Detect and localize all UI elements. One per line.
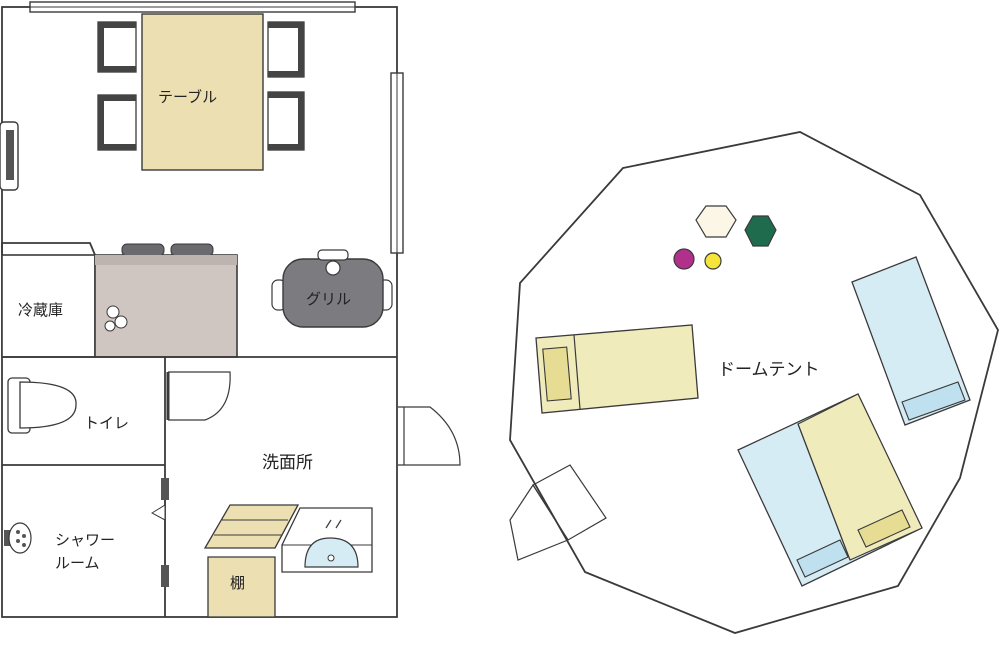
kitchen-counter xyxy=(94,254,238,358)
cushion-magenta xyxy=(673,248,695,270)
bed xyxy=(737,393,923,587)
entrance-door xyxy=(398,406,461,466)
cabin: テーブル 冷蔵庫 xyxy=(0,1,461,618)
shower-label-line2: ルーム xyxy=(55,554,100,572)
cushion-yellow xyxy=(704,252,722,270)
dome-tent: ドームテント xyxy=(509,131,999,634)
stove-burner xyxy=(170,243,214,257)
bed xyxy=(535,324,699,414)
cushion-white xyxy=(695,205,737,238)
stove-burner xyxy=(121,243,165,257)
tent-door xyxy=(509,484,569,561)
sink-faucet-icon xyxy=(104,305,128,332)
tent-label: ドームテント xyxy=(718,360,820,380)
washbasin xyxy=(281,507,373,573)
shower-head-icon xyxy=(4,522,32,554)
shower-label-line1: シャワー xyxy=(55,531,115,549)
washroom-label: 洗面所 xyxy=(262,453,313,473)
chair xyxy=(267,21,305,78)
fridge-label: 冷蔵庫 xyxy=(18,301,63,319)
toilet-door xyxy=(168,371,231,421)
shelf xyxy=(203,504,300,618)
grill-label: グリル xyxy=(306,290,351,308)
toilet xyxy=(7,377,77,434)
tent-outline xyxy=(509,131,999,634)
grill xyxy=(271,249,393,328)
toilet-label: トイレ xyxy=(84,414,129,432)
chair xyxy=(97,94,137,151)
kitchen-partition xyxy=(1,242,96,256)
table xyxy=(141,13,264,171)
cushion-green xyxy=(744,215,777,247)
chair xyxy=(97,21,137,73)
bed xyxy=(851,256,971,426)
table-label: テーブル xyxy=(158,88,217,106)
shelf-label: 棚 xyxy=(230,574,245,592)
chair xyxy=(267,91,305,151)
shower-door xyxy=(150,478,169,590)
